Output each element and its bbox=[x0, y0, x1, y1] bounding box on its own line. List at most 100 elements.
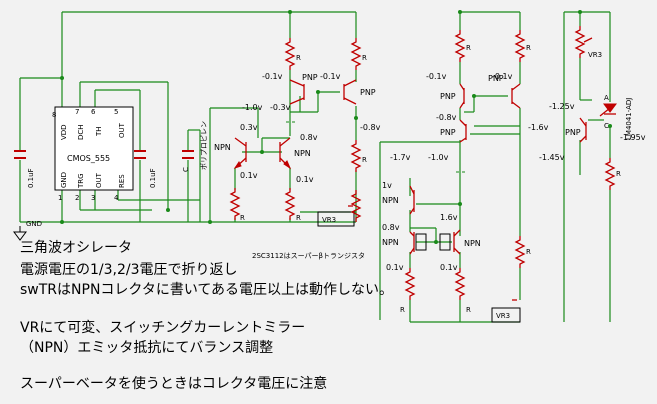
svg-text:GND: GND bbox=[26, 220, 42, 228]
svg-text:PNP: PNP bbox=[440, 128, 456, 137]
description-line-3: swTRはNPNコレクタに書いてある電圧以上は動作しない。 bbox=[20, 282, 394, 298]
description-line-5: （NPN）エミッタ抵抗にてバランス調整 bbox=[20, 340, 274, 356]
svg-text:-0.1v: -0.1v bbox=[426, 72, 447, 81]
npn-mid-1: NPN bbox=[382, 185, 415, 215]
description-line-1: 三角波オシレータ bbox=[20, 240, 132, 256]
npn-left-2: NPN bbox=[279, 137, 311, 170]
npn-left-1: NPN bbox=[214, 137, 247, 169]
resistor: R bbox=[285, 37, 301, 71]
left-wiring bbox=[19, 11, 357, 223]
svg-text:OUT: OUT bbox=[118, 122, 126, 138]
svg-text:PNP: PNP bbox=[360, 88, 376, 97]
gnd-symbol: GND bbox=[13, 220, 42, 241]
svg-text:-1.25v: -1.25v bbox=[549, 102, 575, 111]
svg-text:1: 1 bbox=[58, 194, 62, 202]
resistor: R bbox=[605, 157, 621, 191]
svg-text:0.8v: 0.8v bbox=[300, 133, 318, 142]
svg-text:-1.0v: -1.0v bbox=[242, 103, 263, 112]
svg-text:TH: TH bbox=[95, 126, 103, 137]
svg-text:0.1v: 0.1v bbox=[440, 263, 458, 272]
svg-text:-1.6v: -1.6v bbox=[528, 123, 549, 132]
description-line-6: スーパーベータを使うときはコレクタ電圧に注意 bbox=[20, 376, 328, 392]
pnp-mid-2: PNP bbox=[488, 74, 521, 109]
ic-name: CMOS_555 bbox=[67, 154, 110, 163]
svg-text:-1.95v: -1.95v bbox=[620, 133, 646, 142]
svg-text:NPN: NPN bbox=[214, 143, 231, 152]
resistor: R bbox=[455, 267, 471, 314]
svg-text:0.1uF: 0.1uF bbox=[149, 168, 157, 188]
svg-text:-0.3v: -0.3v bbox=[270, 103, 291, 112]
svg-text:1.6v: 1.6v bbox=[440, 213, 458, 222]
junction-dots-right bbox=[578, 10, 612, 128]
description-line-4: VRにて可変、スイッチングカーレントミラー bbox=[20, 320, 306, 336]
svg-text:DCH: DCH bbox=[77, 124, 85, 140]
svg-text:0.8v: 0.8v bbox=[382, 223, 400, 232]
svg-text:C: C bbox=[182, 167, 190, 172]
npn-mid-2: NPN bbox=[382, 231, 415, 255]
svg-text:0.1v: 0.1v bbox=[240, 171, 258, 180]
svg-text:-0.8v: -0.8v bbox=[436, 113, 457, 122]
svg-text:PNP: PNP bbox=[440, 92, 456, 101]
svg-text:PNP: PNP bbox=[488, 74, 504, 83]
svg-text:2SC3112はスーパーβトランジスタ: 2SC3112はスーパーβトランジスタ bbox=[252, 251, 365, 260]
svg-text:R: R bbox=[466, 44, 471, 52]
svg-text:R: R bbox=[466, 306, 471, 314]
svg-text:PNP: PNP bbox=[565, 128, 581, 137]
capacitor-mid: 0.1uF bbox=[134, 150, 157, 188]
pnp-left-1: PNP bbox=[289, 73, 318, 105]
svg-text:R: R bbox=[526, 44, 531, 52]
svg-text:-1.7v: -1.7v bbox=[390, 153, 411, 162]
svg-text:3: 3 bbox=[91, 194, 95, 202]
resistor: R bbox=[230, 187, 245, 222]
svg-text:-1.0v: -1.0v bbox=[428, 153, 449, 162]
svg-text:0.1v: 0.1v bbox=[386, 263, 404, 272]
pnp-left-2: PNP bbox=[343, 79, 376, 105]
svg-text:-0.8v: -0.8v bbox=[360, 123, 381, 132]
svg-text:-0.1v: -0.1v bbox=[262, 72, 283, 81]
svg-text:7: 7 bbox=[75, 108, 79, 116]
svg-text:TRG: TRG bbox=[77, 173, 85, 189]
pnp-mid-3: PNP bbox=[440, 119, 467, 143]
svg-text:-0.1v: -0.1v bbox=[320, 72, 341, 81]
middle-wiring bbox=[379, 11, 521, 323]
resistor: R bbox=[515, 29, 531, 63]
svg-text:R: R bbox=[296, 54, 301, 62]
svg-text:2: 2 bbox=[75, 194, 79, 202]
svg-text:NPN: NPN bbox=[382, 196, 399, 205]
svg-text:PNP: PNP bbox=[302, 73, 318, 82]
svg-text:NPN: NPN bbox=[382, 238, 399, 247]
shunt-reference: LM4041-ADJ A C bbox=[599, 94, 633, 140]
svg-text:C: C bbox=[604, 122, 609, 130]
svg-text:R: R bbox=[240, 214, 245, 222]
capacitor-left: 0.1uF bbox=[14, 150, 35, 188]
resistor: R bbox=[515, 235, 531, 269]
svg-text:VR3: VR3 bbox=[322, 216, 336, 224]
svg-text:NPN: NPN bbox=[464, 239, 481, 248]
resistor: R bbox=[455, 29, 471, 63]
vr3-left: VR3 bbox=[317, 189, 361, 227]
svg-text:4: 4 bbox=[114, 194, 119, 202]
svg-text:VR3: VR3 bbox=[588, 51, 602, 59]
svg-text:VDD: VDD bbox=[60, 124, 68, 140]
npn-mid-3: NPN bbox=[453, 229, 481, 255]
ref-label: LM4041-ADJ bbox=[625, 98, 633, 140]
svg-text:R: R bbox=[362, 54, 367, 62]
svg-text:R: R bbox=[616, 170, 621, 178]
svg-text:R: R bbox=[296, 214, 301, 222]
svg-text:1v: 1v bbox=[382, 181, 392, 190]
vr3-right: VR3 bbox=[575, 25, 602, 59]
svg-text:0.3v: 0.3v bbox=[240, 123, 258, 132]
svg-text:R: R bbox=[362, 156, 367, 164]
svg-text:0.1uF: 0.1uF bbox=[27, 168, 35, 188]
svg-text:6: 6 bbox=[91, 108, 96, 116]
vr3-mid: VR3 bbox=[491, 299, 521, 323]
svg-text:NPN: NPN bbox=[294, 149, 311, 158]
svg-text:R: R bbox=[400, 306, 405, 314]
ic-555: CMOS_555 VDD DCH TH OUT GND TRG OUT RES … bbox=[52, 106, 134, 202]
svg-text:-0.1v: -0.1v bbox=[492, 72, 513, 81]
svg-text:ポリプロピレン: ポリプロピレン bbox=[200, 121, 208, 170]
svg-text:5: 5 bbox=[114, 108, 118, 116]
svg-text:A: A bbox=[604, 94, 609, 102]
